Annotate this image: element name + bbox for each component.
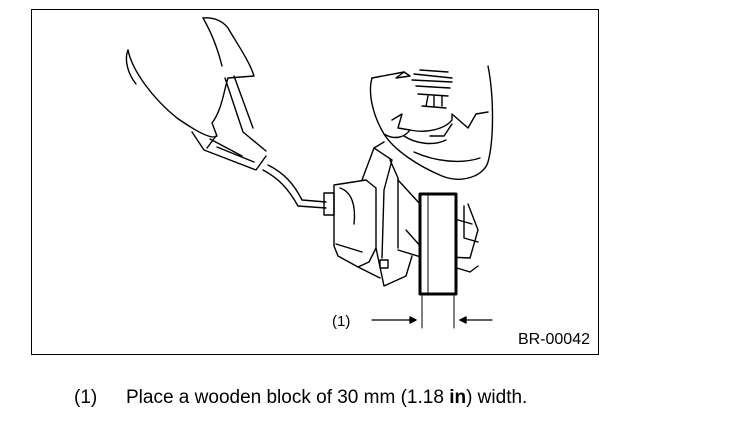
hand-drawing [125, 17, 267, 171]
brake-caliper-illustration [125, 17, 494, 329]
caption-text-bold: in [449, 387, 467, 408]
figure-frame: (1) BR-00042 [31, 9, 599, 355]
caption-number: (1) [74, 387, 98, 408]
wooden-block [418, 192, 458, 296]
callout-label: (1) [332, 313, 351, 330]
caption: (1) Place a wooden block of 30 mm (1.18 i… [74, 386, 527, 410]
figure-code: BR-00042 [517, 331, 590, 348]
dimension-marker [371, 295, 493, 329]
caption-text-start: Place a wooden block of 30 mm (1.18 [126, 387, 450, 408]
boot [369, 65, 494, 180]
caption-text-end: ) width. [466, 387, 528, 408]
wire [262, 164, 327, 209]
